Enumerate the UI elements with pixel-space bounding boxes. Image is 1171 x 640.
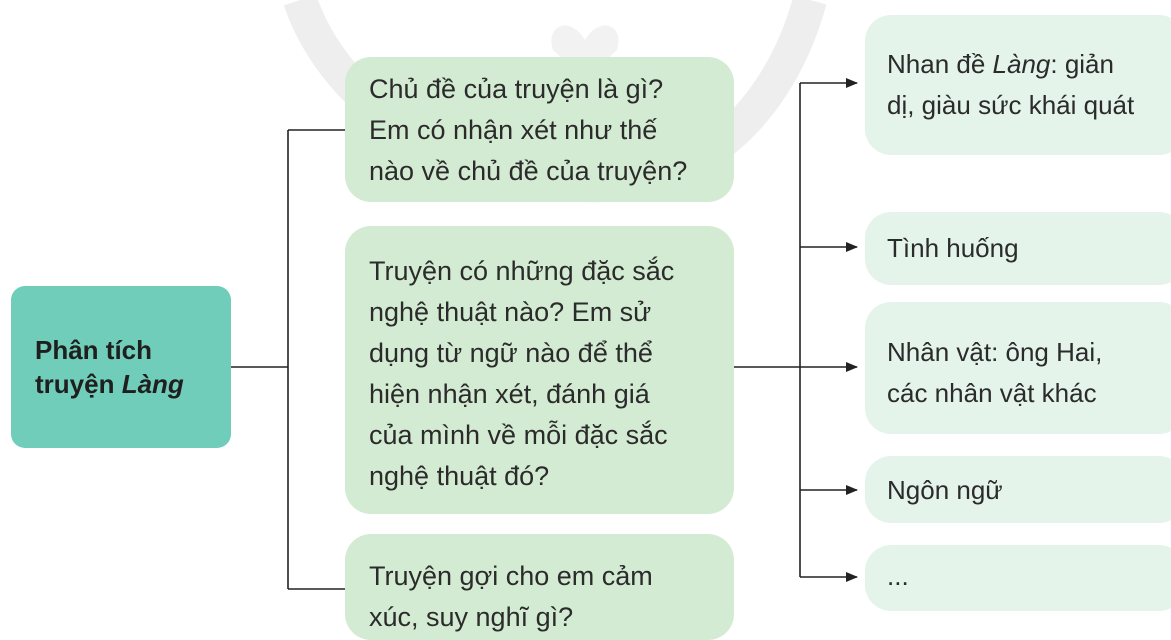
- aspect-more-label: ...: [887, 561, 909, 591]
- question-2-line-5: của mình về mỗi đặc sắc: [369, 420, 668, 450]
- question-2-line-2: nghệ thuật nào? Em sử: [369, 297, 652, 327]
- root-story-title: Làng: [121, 369, 184, 399]
- question-2-line-1: Truyện có những đặc sắc: [369, 256, 675, 286]
- aspect-title-line-1: Nhan đề Làng: giản: [887, 44, 1171, 85]
- aspect-characters-line-2: các nhân vật khác: [887, 378, 1097, 408]
- aspect-language-label: Ngôn ngữ: [887, 475, 1003, 505]
- aspect-characters-line-1: Nhân vật: ông Hai,: [887, 337, 1103, 367]
- question-2-line-4: hiện nhận xét, đánh giá: [369, 379, 650, 409]
- aspect-node-language: Ngôn ngữ: [865, 456, 1171, 523]
- aspect-title-prefix: Nhan đề: [887, 49, 993, 79]
- question-node-emotion: Truyện gợi cho em cảm xúc, suy nghĩ gì?: [345, 534, 734, 640]
- aspect-title-line-2: dị, giàu sức khái quát: [887, 90, 1135, 120]
- question-3-line-1: Truyện gợi cho em cảm: [369, 561, 653, 591]
- root-line-2-prefix: truyện: [35, 369, 122, 399]
- aspect-node-more: ...: [865, 545, 1171, 611]
- root-line-1: Phân tích: [35, 335, 153, 365]
- aspect-node-characters: Nhân vật: ông Hai, các nhân vật khác: [865, 302, 1171, 434]
- aspect-situation-label: Tình huống: [887, 233, 1019, 263]
- root-node: Phân tích truyện Làng: [11, 286, 231, 448]
- aspect-title-suffix: : giản: [1050, 49, 1114, 79]
- question-1-line-3: nào về chủ đề của truyện?: [369, 156, 688, 186]
- question-node-theme: Chủ đề của truyện là gì? Em có nhận xét …: [345, 57, 734, 202]
- aspect-title-story: Làng: [992, 49, 1051, 79]
- aspect-node-situation: Tình huống: [865, 212, 1171, 285]
- question-1-line-1: Chủ đề của truyện là gì?: [369, 74, 664, 104]
- question-3-line-2: xúc, suy nghĩ gì?: [369, 602, 574, 632]
- question-2-line-3: dụng từ ngữ nào để thể: [369, 338, 653, 368]
- question-2-line-6: nghệ thuật đó?: [369, 461, 550, 491]
- question-1-line-2: Em có nhận xét như thế: [369, 115, 658, 145]
- aspect-node-title: Nhan đề Làng: giản dị, giàu sức khái quá…: [865, 15, 1171, 155]
- question-node-art: Truyện có những đặc sắc nghệ thuật nào? …: [345, 226, 734, 514]
- root-line-2: truyện Làng: [35, 367, 231, 401]
